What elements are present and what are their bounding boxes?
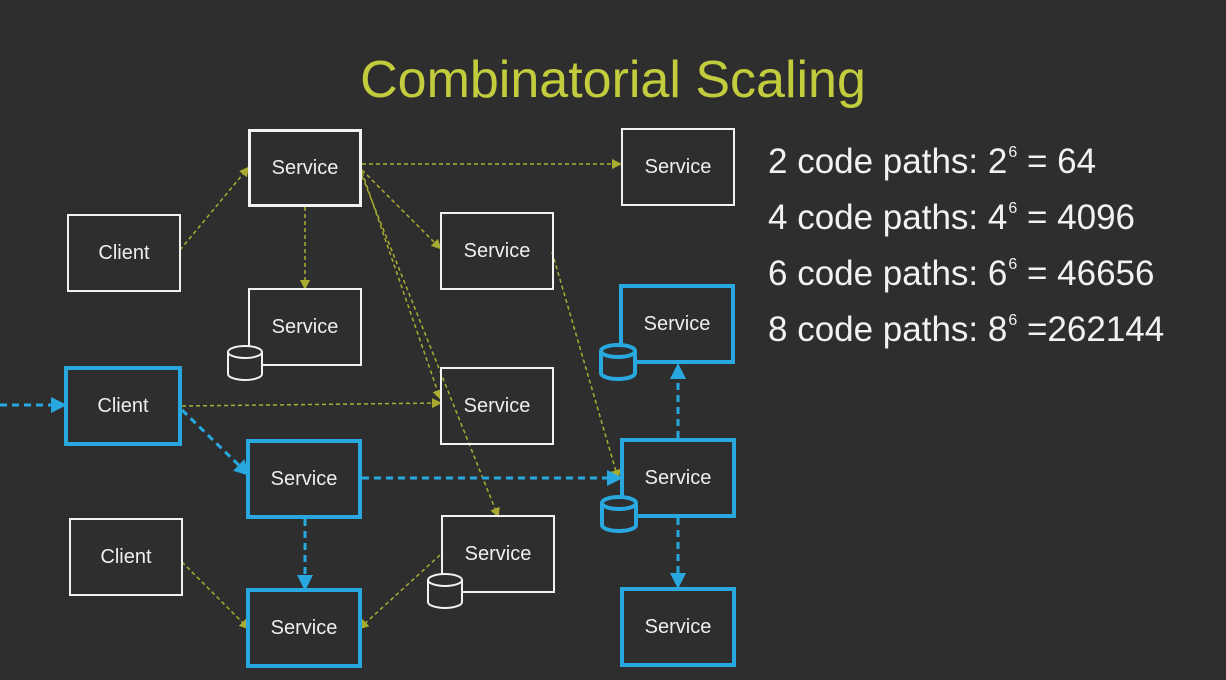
stat-line: 4 code paths: 46 = 4096: [768, 184, 1164, 240]
service-d-box: Service: [248, 288, 362, 366]
service-f-box: Service: [246, 439, 362, 519]
service-h-box: Service: [246, 588, 362, 668]
service-j-box: Service: [619, 284, 735, 364]
arrow-service-a-to-service-g: [361, 175, 500, 518]
client-bottom-box: Client: [69, 518, 183, 596]
stat-base: 4: [987, 198, 1008, 237]
stat-prefix: 6 code paths:: [768, 254, 988, 293]
stat-result: =262144: [1017, 310, 1165, 349]
service-c-box: Service: [440, 212, 554, 290]
stat-result: = 64: [1017, 142, 1097, 181]
database-icon-service-g: [427, 573, 463, 609]
client-mid-box: Client: [64, 366, 182, 446]
arrow-client-mid-to-service-e: [181, 398, 442, 409]
service-i-box: Service: [620, 438, 736, 518]
stat-base: 8: [987, 310, 1008, 349]
stat-base: 2: [987, 142, 1008, 181]
stat-exponent: 6: [1008, 256, 1018, 273]
database-icon-service-j: [599, 343, 637, 381]
service-a-box: Service: [248, 129, 362, 207]
arrow-client-mid-to-service-f: [180, 408, 251, 477]
database-icon-service-i: [600, 495, 638, 533]
arrow-service-a-to-service-e: [361, 171, 443, 400]
stat-exponent: 6: [1008, 200, 1018, 217]
arrow-client-top-to-service-a: [179, 166, 250, 251]
service-k-box: Service: [620, 587, 736, 667]
arrow-service-c-to-service-i: [551, 251, 621, 480]
arrow-service-a-to-service-c: [361, 169, 442, 250]
service-g-box: Service: [441, 515, 555, 593]
stat-line: 8 code paths: 86 =262144: [768, 296, 1164, 352]
database-icon-service-d: [227, 345, 263, 381]
service-e-box: Service: [440, 367, 554, 445]
stat-result: = 4096: [1017, 198, 1136, 237]
stat-exponent: 6: [1008, 144, 1018, 161]
stat-base: 6: [987, 254, 1008, 293]
slide-title: Combinatorial Scaling: [360, 51, 866, 109]
stat-prefix: 8 code paths:: [768, 310, 988, 349]
stat-line: 2 code paths: 26 = 64: [768, 128, 1164, 184]
stat-line: 6 code paths: 66 = 46656: [768, 240, 1164, 296]
arrow-client-bottom-to-service-h: [181, 561, 250, 630]
client-top-box: Client: [67, 214, 181, 292]
stat-prefix: 4 code paths:: [768, 198, 988, 237]
stat-prefix: 2 code paths:: [768, 142, 988, 181]
stat-exponent: 6: [1008, 312, 1018, 329]
service-b-box: Service: [621, 128, 735, 206]
stat-result: = 46656: [1017, 254, 1155, 293]
code-path-stats: 2 code paths: 26 = 64 4 code paths: 46 =…: [768, 128, 1164, 352]
